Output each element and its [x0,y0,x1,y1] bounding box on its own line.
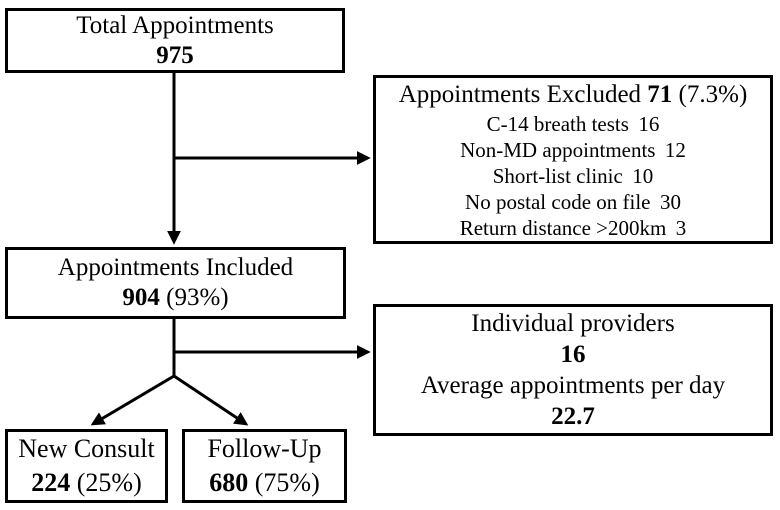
box-new-consult: New Consult 224 (25%) [5,429,168,503]
excluded-item: Return distance >200km 3 [460,215,687,241]
excluded-item: Non-MD appointments 12 [460,137,686,163]
connector-to-follow-up [173,374,249,426]
excluded-title-text: Appointments Excluded [398,80,642,108]
excluded-item-value: 10 [632,163,654,188]
box-title: Follow-Up [207,434,322,463]
included-count: 904 [122,284,160,311]
follow-up-count: 680 [209,468,249,497]
included-percentage: (93%) [166,284,229,311]
providers-label: Individual providers [471,310,675,337]
excluded-item-label: C-14 breath tests [486,111,629,136]
excluded-item: C-14 breath tests 16 [487,111,660,137]
box-total-appointments: Total Appointments 975 [5,8,345,73]
avg-appointments-label: Average appointments per day [420,372,726,399]
box-value: 975 [156,41,194,69]
excluded-item-label: No postal code on file [465,189,651,214]
providers-count: 16 [560,341,586,368]
box-appointments-included: Appointments Included 904 (93%) [5,247,346,319]
excluded-item: No postal code on file 30 [465,189,681,215]
excluded-item: Short-list clinic 10 [493,163,654,189]
excluded-count: 71 [647,80,673,108]
new-consult-count: 224 [31,468,71,497]
box-title: New Consult [18,434,155,463]
follow-up-percentage: (75%) [254,468,320,497]
box-follow-up: Follow-Up 680 (75%) [182,429,347,503]
excluded-item-label: Return distance >200km [459,215,667,240]
excluded-item-value: 3 [675,215,687,240]
connector-to-new-consult [90,374,175,426]
box-value-line: 680 (75%) [209,466,319,500]
box-title: Appointments Excluded 71 (7.3%) [399,79,748,111]
box-value-line: 904 (93%) [122,283,228,313]
excluded-item-label: Short-list clinic [492,163,623,188]
box-individual-providers: Individual providers 16 Average appointm… [373,304,773,436]
box-appointments-excluded: Appointments Excluded 71 (7.3%) C-14 bre… [373,75,773,244]
box-title: Total Appointments [76,11,274,39]
excluded-percentage: (7.3%) [678,80,748,108]
box-value-line: 224 (25%) [31,466,141,500]
excluded-item-value: 12 [664,137,686,162]
excluded-item-label: Non-MD appointments [460,137,656,162]
excluded-item-value: 30 [659,189,681,214]
new-consult-percentage: (25%) [76,468,142,497]
box-title: Appointments Included [57,254,294,281]
avg-appointments-value: 22.7 [551,403,595,430]
excluded-item-value: 16 [638,111,660,136]
